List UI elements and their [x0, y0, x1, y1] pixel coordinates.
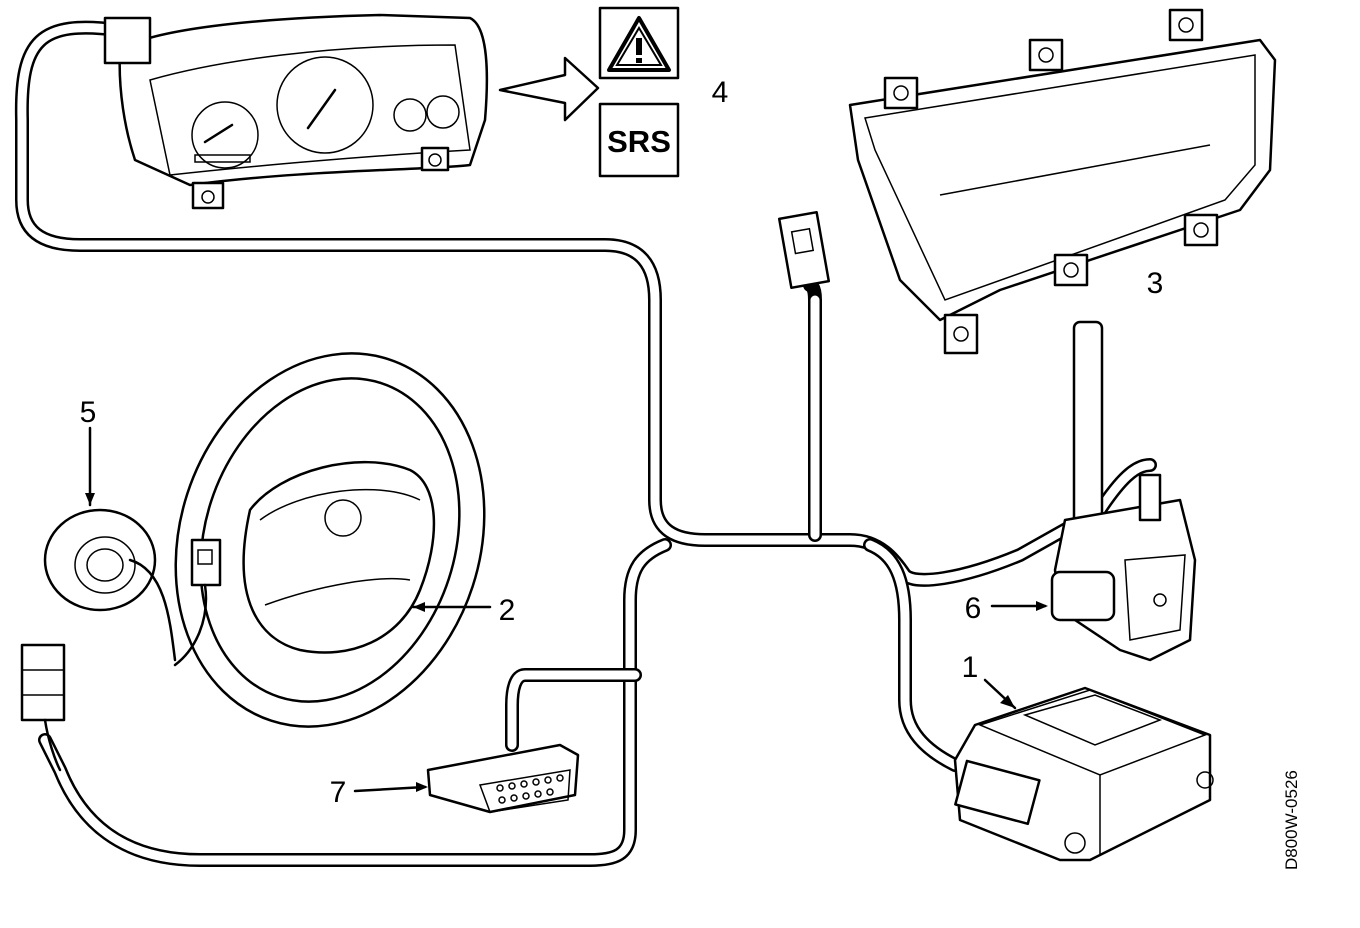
- diagnostic-connector: [426, 743, 580, 814]
- clock-spring: [20, 508, 177, 772]
- passenger-airbag-module: [848, 8, 1277, 355]
- srs-control-unit: [953, 686, 1214, 862]
- drawing-reference: D800W-0526: [1282, 770, 1301, 870]
- cluster-arrow: [498, 56, 600, 122]
- leader-arrowheads: [85, 493, 1048, 792]
- label-4: 4: [712, 76, 729, 109]
- passenger-airbag-connector: [777, 210, 831, 290]
- label-7: 7: [330, 776, 347, 809]
- wiring-harness: [14, 20, 1157, 867]
- label-6: 6: [965, 592, 982, 625]
- driver-airbag-connector: [173, 538, 222, 667]
- label-2: 2: [499, 594, 516, 627]
- steering-wheel: [174, 352, 486, 728]
- instrument-cluster: [103, 13, 489, 210]
- srs-lamp-text: SRS: [607, 124, 671, 159]
- srs-lamp-symbol: SRS: [598, 102, 680, 178]
- label-3: 3: [1147, 267, 1164, 300]
- warning-triangle-icon: [598, 6, 680, 80]
- seatbelt-pretensioner: [1050, 320, 1197, 662]
- label-5: 5: [80, 396, 97, 429]
- label-1: 1: [962, 651, 979, 684]
